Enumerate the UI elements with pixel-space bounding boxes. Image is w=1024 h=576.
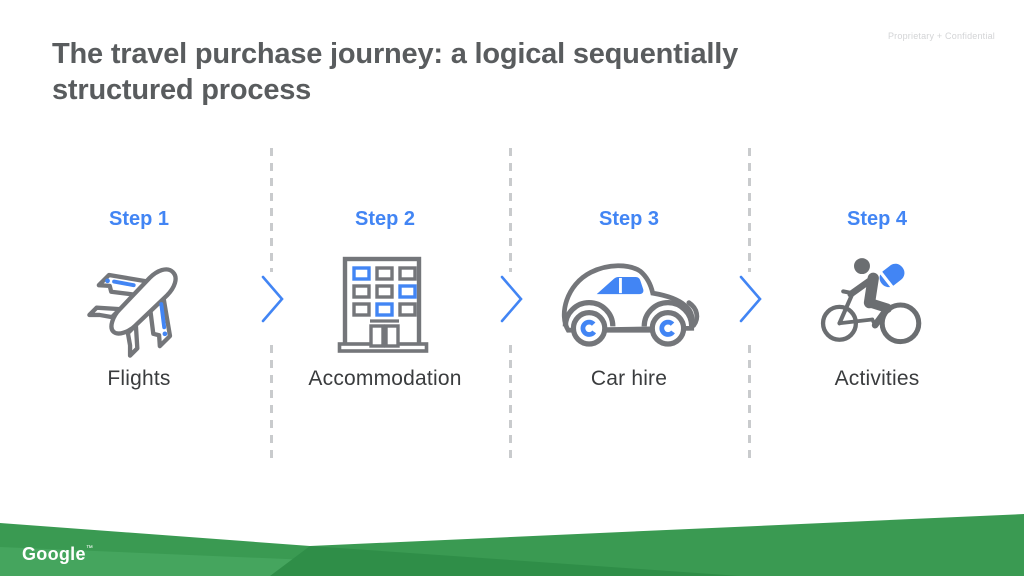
title-line-1: The travel purchase journey: a logical s… xyxy=(52,38,739,70)
step-name: Activities xyxy=(834,367,920,390)
step-name: Accommodation xyxy=(308,367,462,390)
google-logo: Google™ xyxy=(22,544,93,565)
car-icon xyxy=(514,242,744,368)
dashed-line xyxy=(748,345,751,458)
trademark-symbol: ™ xyxy=(85,545,94,552)
dashed-line xyxy=(270,345,273,458)
dashed-line xyxy=(270,148,273,272)
step-name: Car hire xyxy=(590,367,668,390)
step-name: Flights xyxy=(107,367,171,390)
step-label: Step 1 xyxy=(108,208,170,230)
step-label: Step 4 xyxy=(846,208,908,230)
step-column-flights: Step 1 Flights xyxy=(24,200,254,415)
step-column-accommodation: Step 2 xyxy=(270,200,500,415)
chevron-right-icon xyxy=(500,275,523,323)
step-column-car-hire: Step 3 Car hire xyxy=(514,200,744,415)
title-line-2: structured process xyxy=(52,74,312,106)
page-title: The travel purchase journey: a logical s… xyxy=(52,36,738,108)
dashed-line xyxy=(509,345,512,458)
google-wordmark: Google xyxy=(22,544,86,564)
step-label: Step 2 xyxy=(354,208,416,230)
step-column-activities: Step 4 xyxy=(762,200,992,415)
dashed-line xyxy=(509,148,512,272)
chevron-right-icon xyxy=(739,275,762,323)
watermark: Proprietary + Confidential xyxy=(887,31,995,41)
airplane-icon xyxy=(24,242,254,368)
dashed-line xyxy=(748,148,751,272)
building-icon xyxy=(270,242,500,368)
chevron-right-icon xyxy=(261,275,284,323)
cyclist-icon xyxy=(762,242,992,368)
footer-green-band xyxy=(0,514,1024,576)
step-label: Step 3 xyxy=(598,208,660,230)
